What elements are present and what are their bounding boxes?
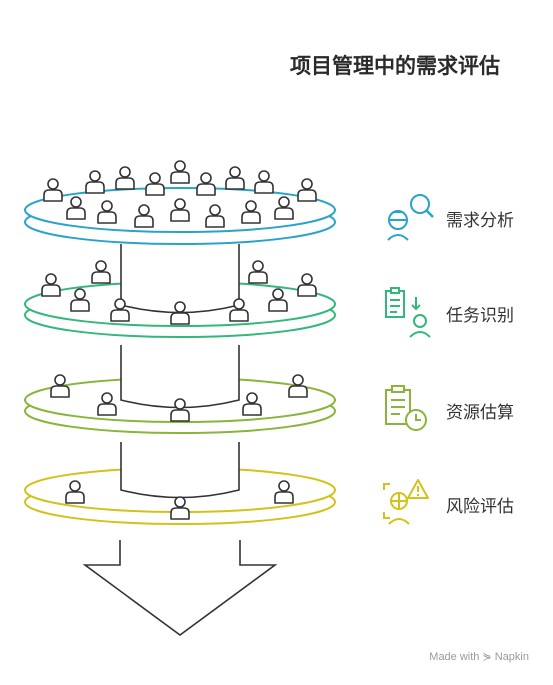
layer-task bbox=[24, 250, 336, 338]
warning-person-icon bbox=[383, 479, 429, 525]
layer-resource bbox=[24, 345, 336, 434]
layer-risk bbox=[24, 442, 336, 525]
stage-label-resource: 资源估算 bbox=[446, 403, 514, 423]
stage-label-risk: 风险评估 bbox=[446, 497, 514, 517]
person-search-icon bbox=[387, 194, 434, 241]
stage-label-analysis: 需求分析 bbox=[446, 211, 514, 231]
layer-analysis bbox=[24, 160, 336, 250]
document-clock-icon bbox=[385, 385, 427, 431]
napkin-watermark: Made with ⋟ Napkin bbox=[429, 651, 529, 663]
checklist-person-icon bbox=[385, 287, 431, 338]
down-arrow bbox=[82, 540, 278, 636]
stage-label-task: 任务识别 bbox=[446, 306, 514, 326]
page-title: 项目管理中的需求评估 bbox=[290, 54, 500, 78]
